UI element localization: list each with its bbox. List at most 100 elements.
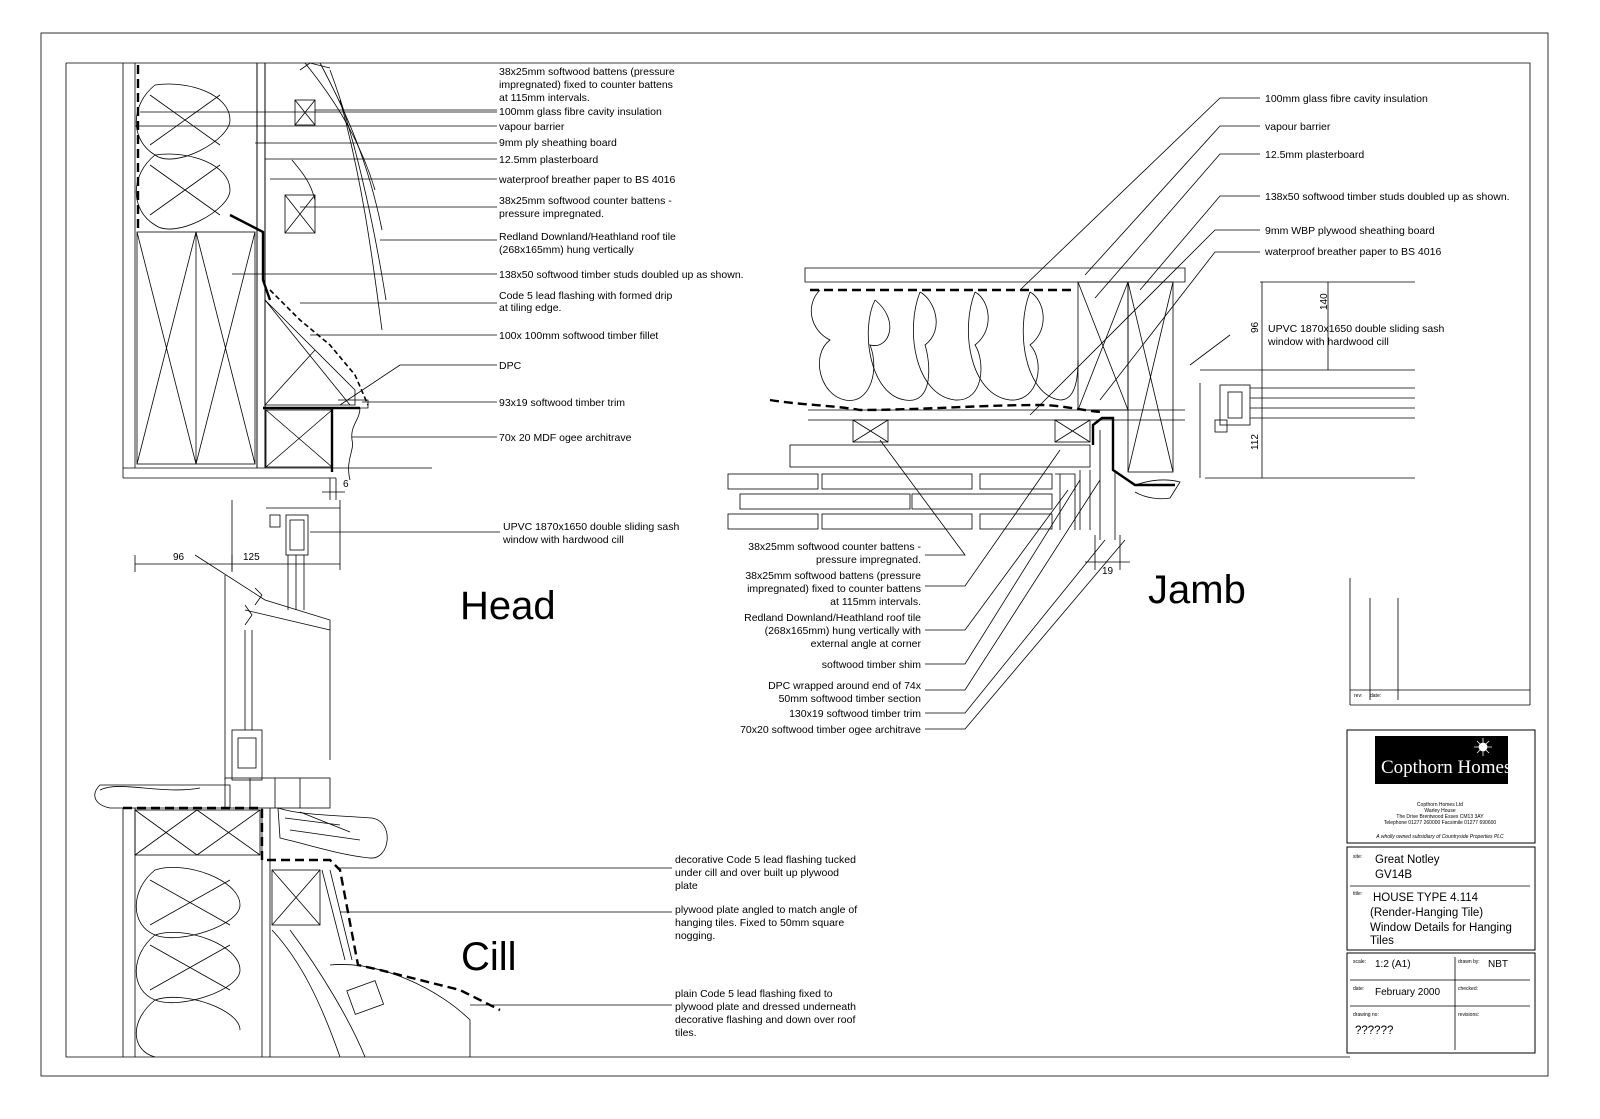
tb-date-label: date: (1370, 693, 1381, 699)
cill-label-8: decorative flashing and down over roof (675, 1014, 855, 1026)
outer-border (40, 32, 1549, 1077)
cill-label-0: decorative Code 5 lead flashing tucked (675, 854, 856, 866)
jamb-left-label-1: pressure impregnated. (816, 554, 921, 566)
tb-title-1: HOUSE TYPE 4.114 (1373, 892, 1479, 904)
jamb-battens (789, 419, 1091, 468)
hanging-tiles (284, 62, 387, 331)
cill-detail (94, 630, 501, 1058)
cill-label-2: plate (675, 880, 698, 892)
jamb-studs (1077, 281, 1174, 473)
address-line-4: Telephone 01277 260000 Facsimile 01277 6… (1384, 820, 1497, 826)
jamb-left-label-6: (268x165mm) hung vertically with (765, 625, 922, 637)
timber-trim (265, 409, 333, 468)
jamb-dim-140: 140 (1319, 293, 1330, 310)
head-label-13: Code 5 lead flashing with formed drip (499, 290, 673, 302)
cill-label-6: plain Code 5 lead flashing fixed to (675, 988, 833, 1000)
sun-logo-icon (1474, 738, 1492, 756)
address-line-2: Warley House (1424, 808, 1455, 814)
address-line-3: The Drive Brentwood Essex CM13 3AY (1396, 814, 1484, 820)
jamb-window-frame (1199, 369, 1415, 479)
tb-date-field-label: date: (1353, 986, 1364, 992)
tb-drawn: NBT (1488, 959, 1508, 970)
inner-border (65, 62, 1531, 1058)
jamb-window-label-0: UPVC 1870x1650 double sliding sash (1268, 323, 1444, 335)
jamb-right-labels: 100mm glass fibre cavity insulation vapo… (1264, 93, 1510, 348)
jamb-left-label-8: softwood timber shim (822, 659, 921, 671)
tb-scale-label: scale: (1353, 959, 1366, 965)
head-labels: 38x25mm softwood battens (pressure impre… (498, 66, 744, 546)
cill-insulation (135, 866, 241, 1058)
head-label-11: (268x165mm) hung vertically (499, 244, 635, 256)
head-label-12: 138x50 softwood timber studs doubled up … (499, 269, 744, 281)
tb-checked-label: checked: (1458, 986, 1478, 992)
head-label-3: 100mm glass fibre cavity insulation (499, 106, 662, 118)
jamb-left-label-10: 50mm softwood timber section (779, 693, 922, 705)
jamb-right-label-1: vapour barrier (1265, 121, 1331, 133)
jamb-left-labels: 38x25mm softwood counter battens - press… (740, 541, 922, 736)
head-label-17: 93x19 softwood timber trim (499, 397, 625, 409)
head-dim-6: 6 (343, 479, 349, 490)
cill-nogging (271, 869, 471, 1058)
tb-rev-label: rev: (1354, 693, 1362, 699)
timber-studs (136, 231, 256, 465)
jamb-title: Jamb (1148, 568, 1246, 612)
cill-label-3: plywood plate angled to match angle of (675, 904, 857, 916)
jamb-left-label-3: impregnated) fixed to counter battens (747, 583, 921, 595)
tb-title-label: title: (1353, 891, 1362, 897)
head-label-7: waterproof breather paper to BS 4016 (498, 174, 675, 186)
jamb-left-label-5: Redland Downland/Heathland roof tile (744, 612, 921, 624)
head-window-label-1: window with hardwood cill (502, 534, 624, 546)
cill-studs (134, 809, 261, 856)
jamb-dim-96: 96 (1250, 321, 1261, 333)
head-label-6: 12.5mm plasterboard (499, 154, 598, 166)
jamb-left-label-4: at 115mm intervals. (830, 596, 921, 608)
head-label-15: 100x 100mm softwood timber fillet (499, 330, 658, 342)
subsidiary-note: A wholly owned subsidiary of Countryside… (1375, 834, 1504, 840)
jamb-left-label-0: 38x25mm softwood counter battens - (748, 541, 921, 553)
jamb-right-label-4: 9mm WBP plywood sheathing board (1265, 225, 1435, 237)
jamb-left-label-2: 38x25mm softwood battens (pressure (745, 570, 921, 582)
tb-date: February 2000 (1375, 987, 1440, 998)
tb-title-2: (Render-Hanging Tile) (1370, 907, 1483, 919)
head-label-1: impregnated) fixed to counter battens (499, 79, 673, 91)
head-label-9: pressure impregnated. (499, 208, 604, 220)
jamb-tiles (727, 470, 1091, 530)
company-name: Copthorn Homes (1381, 757, 1511, 778)
cill-label-4: hanging tiles. Fixed to 50mm square (675, 917, 844, 929)
head-title: Head (460, 584, 556, 628)
cill-title: Cill (461, 935, 517, 979)
tb-drawing-label: drawing no: (1353, 1012, 1379, 1018)
jamb-dim-19: 19 (1102, 566, 1114, 577)
head-label-14: at tiling edge. (499, 302, 561, 314)
cill-label-7: plywood plate and dressed underneath (675, 1001, 856, 1013)
head-label-5: 9mm ply sheathing board (499, 137, 617, 149)
head-detail: 6 96 125 (122, 62, 432, 780)
tb-title-4: Tiles (1370, 935, 1394, 947)
head-label-2: at 115mm intervals. (499, 92, 590, 104)
title-block: rev: date: Copthorn Homes Copthorn Homes… (1346, 578, 1536, 1054)
head-label-4: vapour barrier (499, 121, 565, 133)
address-line-1: Copthorn Homes Ltd (1417, 802, 1463, 808)
jamb-right-label-0: 100mm glass fibre cavity insulation (1265, 93, 1428, 105)
jamb-window-label-1: window with hardwood cill (1267, 336, 1389, 348)
jamb-right-label-5: waterproof breather paper to BS 4016 (1264, 246, 1441, 258)
head-label-16: DPC (499, 360, 522, 372)
head-dim-96: 96 (173, 552, 185, 563)
tb-title-3: Window Details for Hanging (1370, 922, 1512, 934)
hardwood-cill (94, 784, 231, 809)
timber-fillet (264, 299, 356, 406)
head-label-10: Redland Downland/Heathland roof tile (499, 231, 676, 243)
window-frame-cill (224, 630, 331, 809)
head-window-label-0: UPVC 1870x1650 double sliding sash (503, 521, 679, 533)
tb-site-2: GV14B (1375, 869, 1412, 881)
jamb-left-label-9: DPC wrapped around end of 74x (768, 680, 922, 692)
jamb-right-label-2: 12.5mm plasterboard (1265, 149, 1364, 161)
head-label-8: 38x25mm softwood counter battens - (499, 195, 672, 207)
head-dim-125: 125 (243, 552, 260, 563)
head-label-0: 38x25mm softwood battens (pressure (499, 66, 675, 78)
tb-drawing-no: ?????? (1355, 1025, 1393, 1037)
cill-label-9: tiles. (675, 1027, 697, 1039)
jamb-left-label-12: 70x20 softwood timber ogee architrave (740, 724, 921, 736)
jamb-left-label-11: 130x19 softwood timber trim (789, 708, 921, 720)
jamb-insulation (811, 289, 1079, 401)
